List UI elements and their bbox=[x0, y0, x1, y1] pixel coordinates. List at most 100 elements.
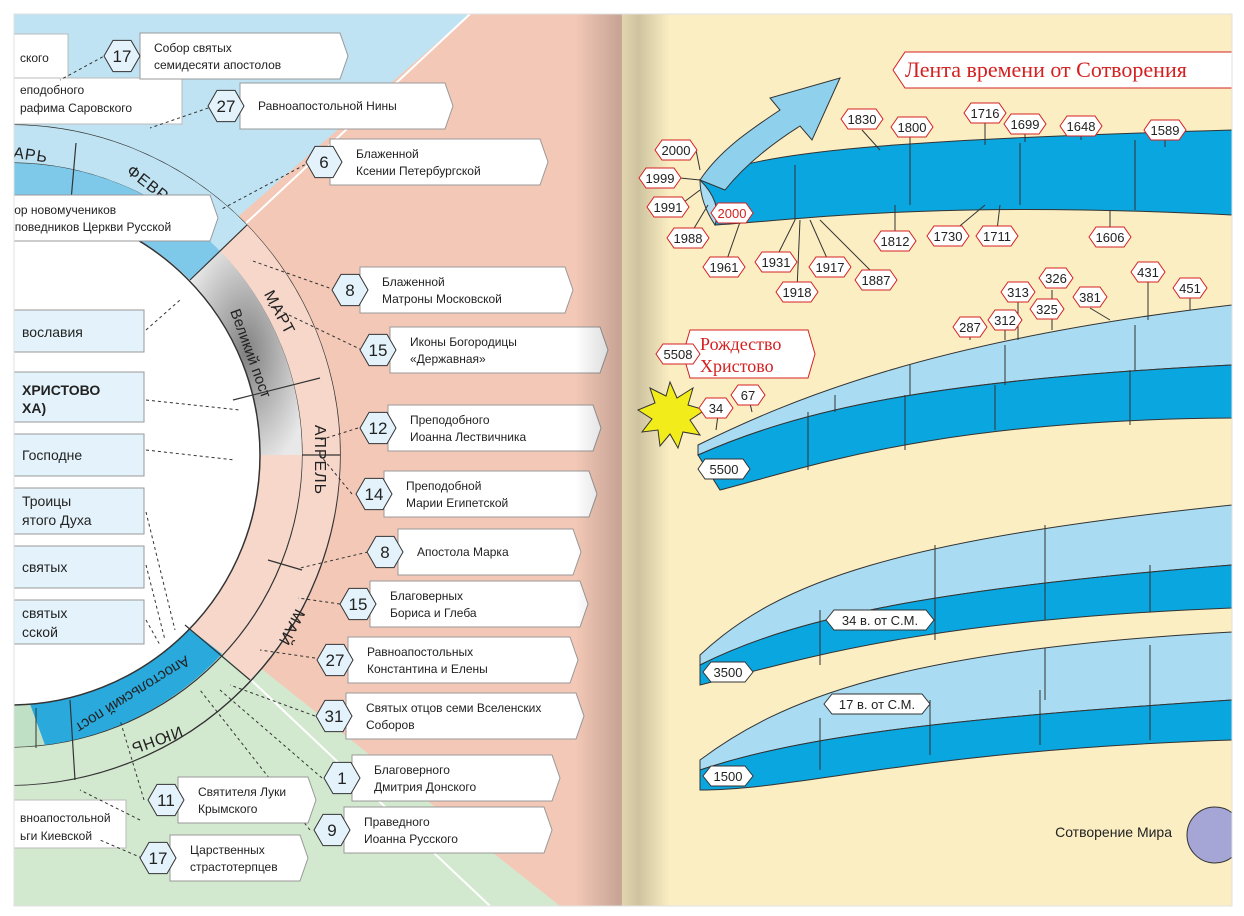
year-tag: 313 bbox=[1000, 281, 1036, 303]
year-tag: 1988 bbox=[666, 227, 710, 249]
year-tag-shape bbox=[655, 343, 701, 365]
year-tag: 1887 bbox=[854, 269, 898, 291]
timeline-title: Лента времени от Сотворения bbox=[892, 51, 1232, 89]
feast-name-line1: Святителя Луки bbox=[198, 785, 286, 799]
feast-box bbox=[169, 834, 309, 882]
year-tag-label: 1999 bbox=[646, 171, 675, 186]
feast-day-badge bbox=[147, 783, 185, 817]
era-label-shape bbox=[823, 693, 931, 715]
feast-box bbox=[239, 82, 454, 130]
year-tag-label: 2000 bbox=[662, 143, 691, 158]
left-item: святых bbox=[22, 559, 67, 575]
year-tag: 1711 bbox=[975, 225, 1019, 247]
year-tag: 5508 bbox=[655, 343, 701, 365]
feast-name-line1: Блаженной bbox=[356, 147, 419, 161]
connector-lines bbox=[59, 53, 369, 859]
year-tag-label: 1918 bbox=[783, 285, 812, 300]
year-tag-label: 34 bbox=[709, 401, 723, 416]
feast-day-badge bbox=[331, 273, 369, 307]
feast-name-line2: и исповедников Церкви Русской bbox=[0, 220, 171, 234]
year-tag: 287 bbox=[952, 316, 988, 338]
year-tag-label: 1931 bbox=[762, 255, 791, 270]
right-page: Лента времени от Сотворения Рождество Хр… bbox=[622, 14, 1232, 906]
year-tag-shape bbox=[987, 309, 1023, 331]
feast-day-number: 15 bbox=[349, 595, 368, 614]
feast-box bbox=[345, 692, 585, 740]
year-tag: 34 bbox=[698, 397, 734, 419]
year-tag: 1918 bbox=[775, 281, 819, 303]
feast-day-number: 9 bbox=[327, 821, 336, 840]
ribbon-3500 bbox=[699, 504, 1232, 686]
year-tag-label: 1812 bbox=[881, 234, 910, 249]
year-tag-shape bbox=[1003, 113, 1047, 135]
ribbon-5500 bbox=[697, 304, 1232, 491]
feast-name-line1: Преподобной bbox=[406, 479, 481, 493]
year-tag: 2000 bbox=[710, 202, 754, 224]
year-tag-shape bbox=[730, 384, 766, 406]
year-tag: 2000 bbox=[654, 139, 698, 161]
left-item: еподобного bbox=[20, 83, 85, 97]
year-tag-label: 1961 bbox=[710, 260, 739, 275]
feast-name: Апостола Марка bbox=[417, 545, 509, 559]
year-tag: 1999 bbox=[638, 167, 682, 189]
feast-box bbox=[351, 754, 561, 802]
feast-day-number: 27 bbox=[217, 97, 236, 116]
feast-name-line1: Благоверного bbox=[374, 763, 450, 777]
feast-day-badge bbox=[315, 699, 353, 733]
year-tag-shape bbox=[1000, 281, 1036, 303]
year-tag-label: 381 bbox=[1079, 290, 1101, 305]
feast-day-badge bbox=[359, 333, 397, 367]
feast-name-line1: Святых отцов семи Вселенских bbox=[366, 701, 541, 715]
year-tag-label: 1716 bbox=[971, 106, 1000, 121]
year-tag-label: 326 bbox=[1045, 271, 1067, 286]
year-tag-label: 325 bbox=[1036, 302, 1058, 317]
year-tag-label: 1917 bbox=[816, 260, 845, 275]
feast-day-number: 31 bbox=[325, 707, 344, 726]
year-tag: 451 bbox=[1172, 277, 1208, 299]
left-item: рафима Саровского bbox=[20, 101, 132, 115]
feast-day-badge bbox=[305, 145, 343, 179]
feast-day-number: 12 bbox=[369, 419, 388, 438]
year-tag-shape bbox=[754, 251, 798, 273]
ribbon-start-label-shape bbox=[702, 661, 754, 683]
era-label-text: 34 в. от С.М. bbox=[842, 613, 918, 628]
feast-day-number: 6 bbox=[319, 153, 328, 172]
year-tag-label: 1648 bbox=[1067, 119, 1096, 134]
year-tag-shape bbox=[854, 269, 898, 291]
year-tag-shape bbox=[1038, 267, 1074, 289]
year-tag-shape bbox=[890, 116, 934, 138]
feast-name-line2: страстотерпцев bbox=[190, 860, 278, 874]
feast-callout: 17 Царственных страстотерпцев bbox=[139, 834, 309, 882]
feast-name-line2: Ксении Петербургской bbox=[356, 164, 481, 178]
ribbon-top bbox=[699, 77, 1232, 227]
feast-day-number: 17 bbox=[149, 849, 168, 868]
year-tag-label: 1991 bbox=[654, 200, 683, 215]
feast-name-line2: Соборов bbox=[366, 718, 415, 732]
creation-label: Сотворение Мира bbox=[1055, 824, 1172, 840]
year-tag-shape bbox=[1059, 115, 1103, 137]
left-item: ского bbox=[20, 51, 49, 65]
year-tag-shape bbox=[666, 227, 710, 249]
year-tag: 1716 bbox=[963, 102, 1007, 124]
left-edge-items: ского еподобного рафима Саровского восла… bbox=[14, 33, 183, 849]
year-tag-shape bbox=[638, 167, 682, 189]
year-tag-label: 5508 bbox=[664, 347, 693, 362]
left-item: святых bbox=[22, 605, 67, 621]
feast-name-line1: Благоверных bbox=[390, 589, 463, 603]
year-tag-shape bbox=[775, 281, 819, 303]
feast-day-number: 17 bbox=[113, 47, 132, 66]
ribbon-1500 bbox=[699, 631, 1232, 791]
year-tag-shape bbox=[808, 256, 852, 278]
feast-day-badge bbox=[323, 761, 361, 795]
feast-name-line2: Матроны Московской bbox=[382, 292, 502, 306]
year-tag-label: 1988 bbox=[674, 231, 703, 246]
year-tag-shape bbox=[926, 225, 970, 247]
feast-name-line1: Царственных bbox=[190, 843, 265, 857]
year-tag: 5500 bbox=[697, 458, 751, 480]
